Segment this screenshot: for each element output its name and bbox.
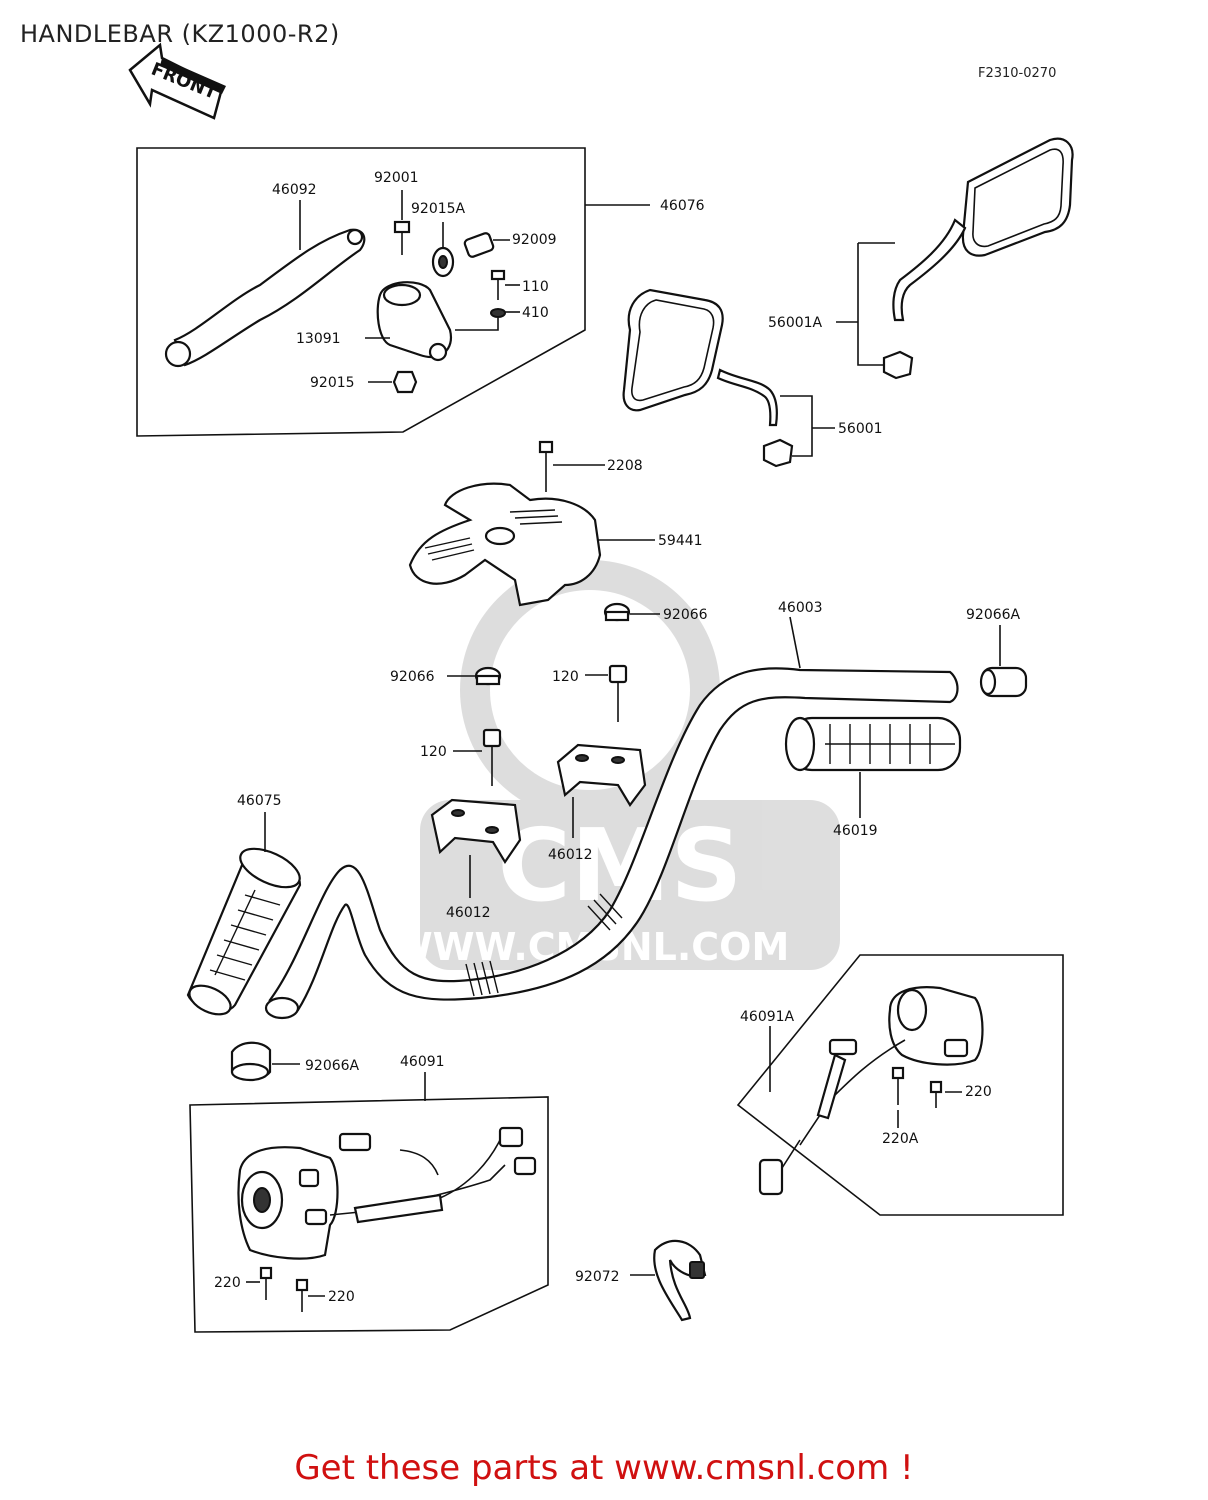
callout-92015: 92015 [310, 375, 355, 391]
clamp-46012-lower [430, 798, 522, 865]
mirror-right [892, 137, 1074, 322]
callout-92015A: 92015A [411, 201, 466, 217]
screw-110 [490, 269, 506, 300]
callout-410: 410 [522, 305, 549, 321]
grip-46075 [186, 847, 302, 1016]
callout-56001: 56001 [838, 421, 883, 437]
callout-92066-a: 92066 [663, 607, 708, 623]
callout-13091: 13091 [296, 331, 341, 347]
mirror-nut-left [762, 438, 794, 468]
callout-46076: 46076 [660, 198, 705, 214]
callout-110: 110 [522, 279, 549, 295]
collar-92015A [431, 246, 455, 278]
callout-92072: 92072 [575, 1269, 620, 1285]
callout-2208: 2208 [607, 458, 643, 474]
callout-46003: 46003 [778, 600, 823, 616]
callout-46075: 46075 [237, 793, 282, 809]
clamp-46012-upper [556, 743, 647, 807]
callout-46019: 46019 [833, 823, 878, 839]
clamp-band-92072 [653, 1239, 707, 1322]
group-box-46076 [136, 147, 586, 437]
callout-120-b: 120 [420, 744, 447, 760]
figure-code: F2310-0270 [978, 66, 1057, 81]
adjuster-92009 [463, 232, 495, 258]
group-box-46091A [736, 954, 1064, 1216]
nut-92015 [392, 370, 418, 394]
callout-92066A-right: 92066A [966, 607, 1021, 623]
bar-end-left [230, 1041, 272, 1082]
callout-120-a: 120 [552, 669, 579, 685]
handlebar-46003 [268, 667, 959, 1012]
callout-56001A: 56001A [768, 315, 823, 331]
callout-46012-a: 46012 [548, 847, 593, 863]
callout-92066-b: 92066 [390, 669, 435, 685]
group-box-46091 [189, 1096, 549, 1333]
callout-92009: 92009 [512, 232, 557, 248]
callout-59441: 59441 [658, 533, 703, 549]
left-switch-wiring [329, 1126, 537, 1224]
bolt-92001 [393, 220, 411, 255]
footer-link[interactable]: Get these parts at www.cmsnl.com ! [294, 1448, 914, 1488]
washer-410 [490, 308, 506, 318]
callout-46091A: 46091A [740, 1009, 795, 1025]
front-arrow: FRONT [128, 42, 226, 120]
handlebar-left-end [264, 996, 300, 1020]
callout-220-right: 220 [965, 1084, 992, 1100]
screw-220A [891, 1066, 905, 1105]
lever-holder [376, 281, 453, 362]
callout-46091: 46091 [400, 1054, 445, 1070]
screw-220-left-b [295, 1278, 309, 1312]
clutch-lever [164, 228, 366, 368]
bolt-120-lower [482, 728, 502, 786]
right-switch-wiring [758, 1038, 906, 1196]
right-switch-housing [888, 986, 984, 1066]
callout-46092: 46092 [272, 182, 317, 198]
grip-46019 [784, 716, 962, 772]
callout-92066A-left: 92066A [305, 1058, 360, 1074]
mirror-nut-right [882, 350, 914, 380]
screw-220-right [929, 1080, 943, 1108]
handlebar-knurl [465, 893, 623, 997]
plug-92066-upper [603, 602, 631, 622]
callout-46012-b: 46012 [446, 905, 491, 921]
mirror-left [622, 288, 778, 427]
callout-220-left-b: 220 [328, 1289, 355, 1305]
diagram-title: HANDLEBAR (KZ1000-R2) [20, 20, 340, 48]
screw-2208 [538, 440, 554, 492]
callout-220A: 220A [882, 1131, 919, 1147]
plug-92066-lower [474, 666, 502, 686]
callout-92001: 92001 [374, 170, 419, 186]
callout-220-left-a: 220 [214, 1275, 241, 1291]
screw-220-left-a [259, 1266, 273, 1300]
bar-end-right [979, 666, 1028, 698]
bolt-120-upper [608, 664, 628, 722]
handlebar-cover [408, 482, 602, 607]
parts-diagram: CMS WWW.CMSNL.COM FRONT [128, 42, 1074, 1333]
left-switch-housing [237, 1146, 339, 1260]
